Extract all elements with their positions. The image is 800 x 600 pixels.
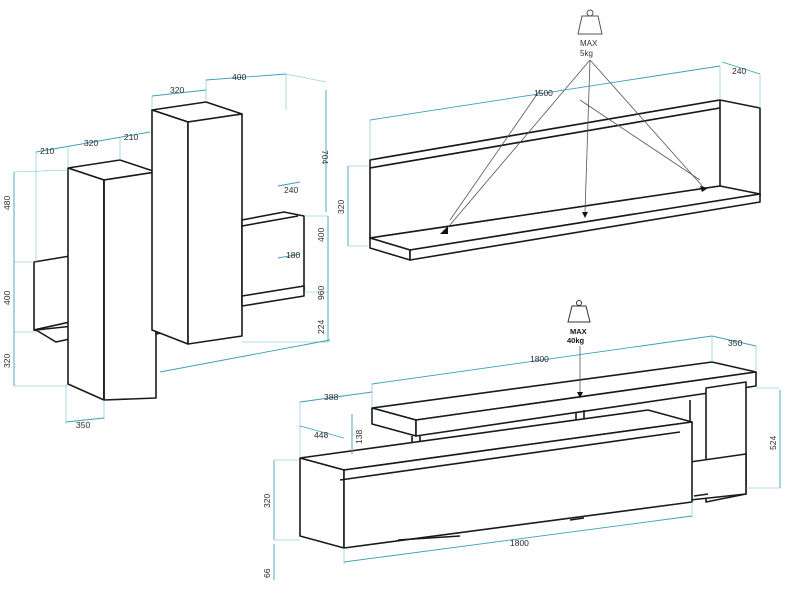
- dim-tv-top-depth: 350: [728, 338, 742, 348]
- dim-shelf-depth: 240: [732, 66, 746, 76]
- dim-shelf-width: 1500: [534, 88, 553, 98]
- left-set-dimensions: 400 320 704 210 320 210 480 400 320 240 …: [2, 72, 331, 430]
- tv-stand: [299, 361, 757, 549]
- dim-bottom-350: 350: [76, 420, 90, 430]
- tv-load-label-2: 40kg: [567, 336, 585, 345]
- shelf-dimensions: 1500 240 320: [336, 61, 761, 247]
- tv-load-label-1: MAX: [570, 327, 587, 336]
- dim-right-224: 224: [316, 320, 326, 334]
- dim-left-210: 210: [40, 146, 54, 156]
- dim-top-320: 320: [170, 85, 184, 95]
- dim-mid-210: 210: [124, 132, 138, 142]
- dim-shelf-180: 180: [286, 250, 300, 260]
- dim-tv-top-width: 1800: [530, 354, 549, 364]
- dim-box-height: 320: [262, 494, 272, 508]
- dim-right-960: 960: [316, 286, 326, 300]
- tv-load: MAX 40kg: [567, 300, 591, 398]
- dim-left-400: 400: [2, 291, 12, 305]
- weight-icon: [567, 305, 591, 323]
- dim-left-480: 480: [2, 196, 12, 210]
- shelf-load-label-1: MAX: [580, 39, 598, 48]
- dim-total-height: 524: [768, 436, 778, 450]
- shelf-load-label-2: 5kg: [580, 49, 593, 58]
- shelf-load: MAX 5kg: [440, 9, 708, 234]
- dim-box-448: 448: [314, 430, 328, 440]
- dim-riser-388: 388: [324, 392, 338, 402]
- wall-shelf: [369, 99, 761, 261]
- wall-unit-set: [33, 101, 305, 401]
- dim-shelf-height: 320: [336, 200, 346, 214]
- dim-right-400: 400: [316, 228, 326, 242]
- dim-mid-320: 320: [84, 138, 98, 148]
- dim-right-704: 704: [320, 150, 330, 164]
- weight-icon: [577, 15, 603, 35]
- dim-top-400: 400: [232, 72, 246, 82]
- dim-feet: 66: [262, 568, 272, 578]
- dim-riser-138: 138: [354, 430, 364, 444]
- tv-dimensions: 1800 350 388 138 448 320 1800 524 66: [262, 335, 781, 580]
- dim-left-320: 320: [2, 354, 12, 368]
- dim-shelf-240: 240: [284, 185, 298, 195]
- dim-box-width: 1800: [510, 538, 529, 548]
